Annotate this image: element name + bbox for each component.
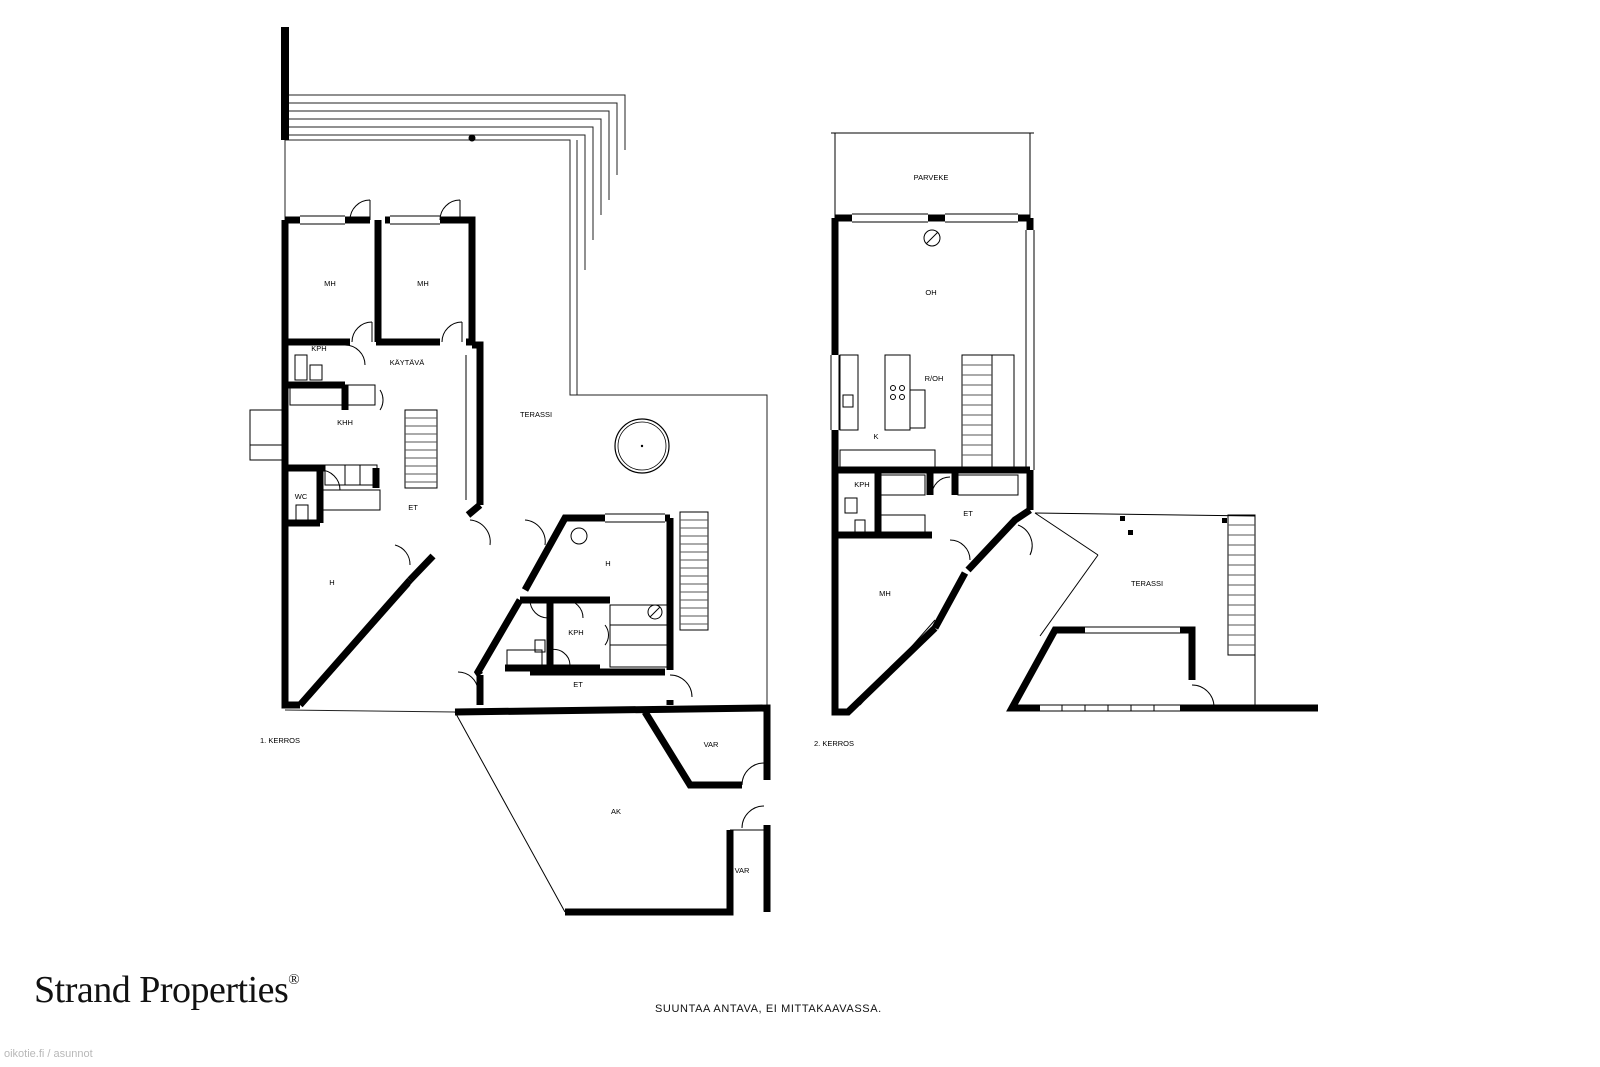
room-label-roh: R/OH bbox=[925, 374, 944, 383]
room-label-kph: KPH bbox=[311, 344, 326, 353]
room-label-h-right: H bbox=[605, 559, 610, 568]
room-label-kph-right: KPH bbox=[568, 628, 583, 637]
watermark: oikotie.fi / asunnot bbox=[4, 1048, 93, 1060]
room-label-mh-2: MH bbox=[417, 279, 429, 288]
brand-registered-mark: ® bbox=[288, 972, 300, 989]
room-label-h-left: H bbox=[329, 578, 334, 587]
room-label-ak: AK bbox=[611, 807, 621, 816]
floor-1-title: 1. KERROS bbox=[260, 736, 300, 745]
room-label-parveke: PARVEKE bbox=[914, 173, 949, 182]
scale-note: SUUNTAA ANTAVA, EI MITTAKAAVASSA. bbox=[655, 1003, 882, 1015]
room-label-var-2: VAR bbox=[735, 866, 750, 875]
room-label-terassi: TERASSI bbox=[1131, 579, 1163, 588]
room-label-khh: KHH bbox=[337, 418, 353, 427]
room-label-wc: WC bbox=[295, 492, 308, 501]
brand-name: Strand Properties bbox=[34, 969, 289, 1011]
room-label-et: ET bbox=[408, 503, 418, 512]
room-label-var-1: VAR bbox=[704, 740, 719, 749]
brand-logo: Strand Properties® bbox=[34, 968, 300, 1012]
floor-2-title: 2. KERROS bbox=[814, 739, 854, 748]
room-label-et: ET bbox=[963, 509, 973, 518]
room-label-terassi: TERASSI bbox=[520, 410, 552, 419]
room-label-kaytava: KÄYTÄVÄ bbox=[390, 358, 425, 367]
room-label-mh-1: MH bbox=[324, 279, 336, 288]
floor-1-plan: MH MH KPH KÄYTÄVÄ KHH WC ET H TERASSI H … bbox=[249, 27, 771, 916]
room-label-oh: OH bbox=[925, 288, 936, 297]
room-label-et-right: ET bbox=[573, 680, 583, 689]
room-label-kph: KPH bbox=[854, 480, 869, 489]
room-label-mh: MH bbox=[879, 589, 891, 598]
room-label-k: K bbox=[873, 432, 878, 441]
floor-2-plan: PARVEKE OH R/OH K KPH ET MH TERASSI 2. K… bbox=[814, 132, 1318, 748]
